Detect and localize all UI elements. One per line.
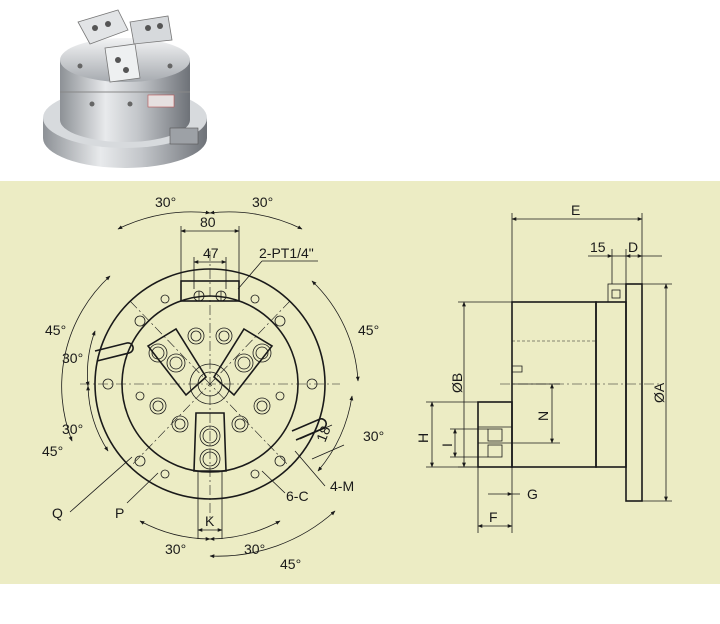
product-photo [30, 0, 220, 178]
label-dia-a: ØA [651, 382, 667, 403]
label-dia-b: ØB [449, 373, 465, 393]
label-f: F [489, 509, 498, 525]
jaw-right [212, 327, 274, 397]
front-view [61, 210, 360, 559]
dim-80: 80 [200, 214, 216, 230]
body-bolts [135, 327, 285, 433]
chuck-jaws [146, 327, 274, 472]
angle-right-upper: 45° [358, 322, 379, 338]
label-15: 15 [590, 239, 606, 255]
label-i: I [439, 443, 455, 447]
technical-drawing: 30° 30° 80 47 2-PT1/4" 45° 30° 30° 45° 4… [42, 194, 672, 572]
port-label: 2-PT1/4" [259, 245, 314, 261]
dim-47: 47 [203, 245, 219, 261]
angle-right-lower: 30° [363, 428, 384, 444]
label-p: P [115, 505, 124, 521]
chuck-photo-icon [43, 9, 207, 168]
label-k: K [205, 513, 215, 529]
jaw-left [146, 327, 208, 397]
side-flange-inner [595, 301, 627, 468]
jaw-bottom [193, 412, 227, 472]
angle-left-mid-2: 30° [62, 421, 83, 437]
drawing-panel [0, 181, 720, 584]
label-d: D [628, 239, 638, 255]
label-6-c: 6-C [286, 488, 309, 504]
angle-left-mid-1: 30° [62, 350, 83, 366]
angle-bottom-left: 30° [165, 541, 186, 557]
label-n: N [535, 411, 551, 421]
label-e: E [571, 202, 580, 218]
angle-left-lower: 45° [42, 443, 63, 459]
front-view-labels: 30° 30° 80 47 2-PT1/4" 45° 30° 30° 45° 4… [42, 194, 384, 572]
label-g: G [527, 486, 538, 502]
label-h: H [415, 433, 431, 443]
left-slot [94, 342, 134, 362]
port-block [180, 280, 240, 302]
angle-top-right: 30° [252, 194, 273, 210]
side-view [426, 213, 672, 533]
angle-bottom-right: 30° [244, 541, 265, 557]
angle-top-left: 30° [155, 194, 176, 210]
side-view-labels: E 15 D ØB ØA N H I G F [415, 202, 667, 525]
angle-left-outer: 45° [45, 322, 66, 338]
side-flange-outer [625, 283, 643, 502]
label-q: Q [52, 505, 63, 521]
side-body [511, 301, 597, 468]
label-18: 18 [313, 423, 334, 444]
label-4-m: 4-M [330, 478, 354, 494]
angle-bottom-outer: 45° [280, 556, 301, 572]
